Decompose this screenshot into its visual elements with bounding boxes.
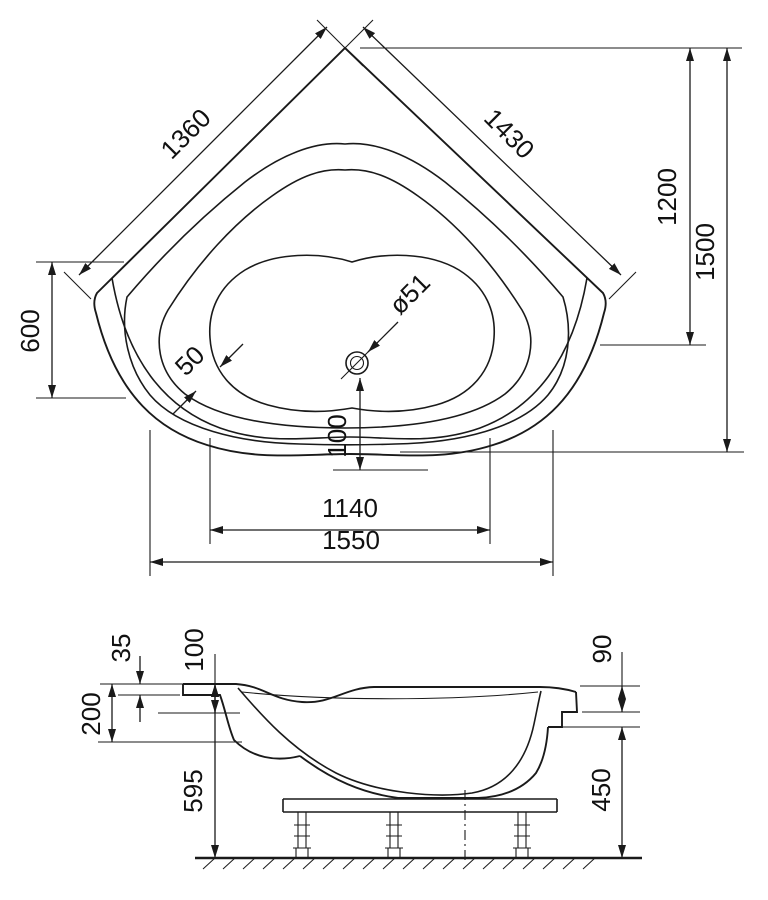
dim-label-drain-offset: 50: [169, 340, 211, 382]
tub-plan-rim-inner-contour: [123, 142, 570, 446]
dim-line-edge-left: [78, 26, 328, 276]
dim-label-edge-left: 1360: [155, 103, 217, 165]
side-view-dimension-labels: 35 100 200 595 90 450: [76, 628, 617, 812]
adjustable-foot-right: [511, 811, 533, 859]
tub-plan-front-edge: [111, 277, 588, 440]
dim-label-rim-height: 100: [179, 628, 209, 671]
drain: [340, 346, 374, 380]
top-view-dimension-lines: [48, 26, 731, 566]
dim-label-rim-right-height: 90: [587, 635, 617, 664]
tub-side-right-rim: [548, 691, 578, 728]
adjustable-foot-left: [291, 811, 313, 859]
support-frame: [282, 798, 558, 859]
tub-plan-basin-contour: [208, 254, 496, 413]
tub-plan-seat-contour: [158, 168, 532, 429]
drain-cross-line: [340, 346, 374, 380]
drain-outer-circle: [345, 351, 369, 375]
tub-side-bowl-interior: [237, 687, 542, 796]
dim-label-inner-height: 1200: [652, 168, 682, 226]
dim-label-overall-height: 595: [178, 769, 208, 812]
drain-inner-circle: [349, 355, 365, 371]
dim-line-drain-offset-a: [172, 390, 197, 415]
tub-side-profile: [182, 683, 578, 862]
top-view: 1360 1430 1200 1500 600 ø51 50 100 1140 …: [15, 19, 744, 576]
floor-hatching: [202, 857, 596, 870]
dim-label-side-depth: 600: [15, 309, 45, 352]
dim-label-drain-diameter: ø51: [383, 267, 436, 320]
adjustable-foot-middle: [383, 811, 405, 859]
tub-side-top-edge: [183, 683, 577, 703]
frame-rail: [282, 798, 558, 813]
side-view: 35 100 200 595 90 450: [76, 628, 642, 870]
dim-label-inner-width: 1140: [322, 493, 378, 523]
dim-label-edge-right: 1430: [478, 103, 540, 165]
side-view-dimension-lines: [108, 656, 626, 858]
tub-side-far-rim-line: [241, 691, 539, 700]
drain-leader-line: [367, 321, 399, 353]
dim-label-skirt-height: 200: [76, 692, 106, 735]
dim-label-drain-to-front: 100: [322, 414, 352, 457]
dim-label-overall-width: 1550: [322, 525, 380, 555]
top-view-dimension-labels: 1360 1430 1200 1500 600 ø51 50 100 1140 …: [15, 103, 720, 555]
tub-side-left-rim: [182, 684, 301, 760]
dim-line-drain-offset-b: [219, 343, 244, 368]
ext-line: [326, 19, 374, 67]
dim-line-edge-right: [362, 26, 622, 276]
tub-plan-outline: [93, 46, 607, 457]
dim-label-overall-height: 1500: [690, 223, 720, 281]
dim-label-body-height: 450: [586, 768, 616, 811]
floor: [195, 856, 642, 870]
ext-line: [316, 19, 364, 67]
ext-line: [608, 271, 637, 300]
ext-line: [63, 271, 92, 300]
dim-label-rim-thickness: 35: [106, 634, 136, 663]
tub-side-shell-bottom: [299, 726, 549, 799]
